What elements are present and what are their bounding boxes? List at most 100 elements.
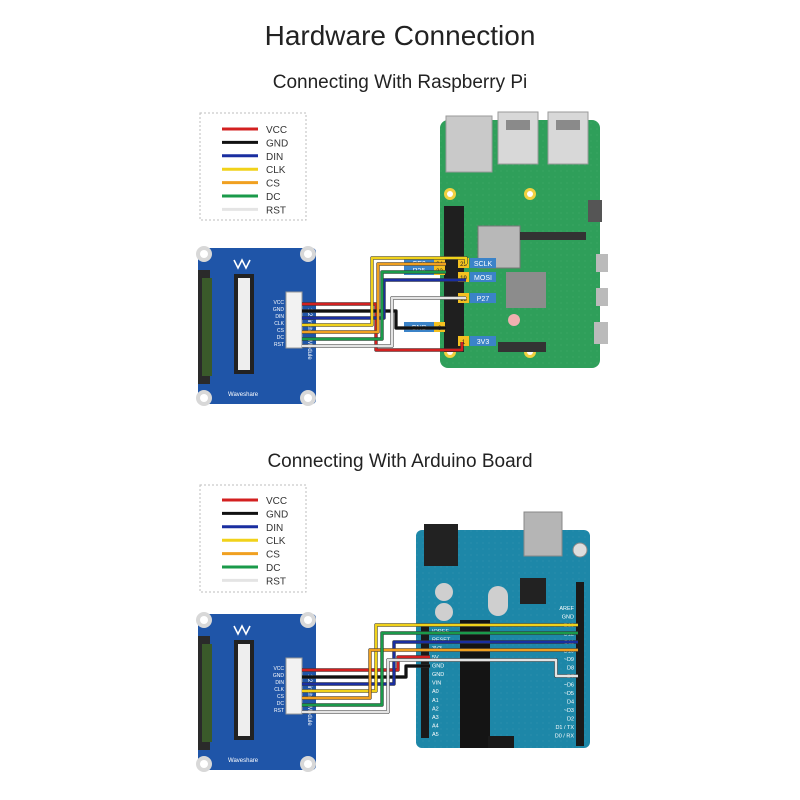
wires-arduino xyxy=(302,623,578,714)
wire-rpi-clk xyxy=(302,256,468,327)
arduino-right-pin-0: AREF xyxy=(559,606,574,612)
rpi-pin1-num: 1 xyxy=(462,340,466,346)
rpi-sclk-label: SCLK xyxy=(474,261,493,268)
arduino-right-pin-13: D2 xyxy=(567,717,574,723)
module-pin-rst: RST xyxy=(274,708,284,714)
rpi-3v3-label: 3V3 xyxy=(477,339,490,346)
wire-ard-din xyxy=(302,640,578,686)
legend-label-gnd: GND xyxy=(266,509,288,520)
rpi-pin23-num-badge xyxy=(458,258,469,268)
wires-rpi xyxy=(302,256,468,352)
rpi-sclk-badge xyxy=(470,258,496,268)
arduino-right-pin-12: ~D3 xyxy=(564,708,574,714)
rpi-pin13-num: 13 xyxy=(460,297,467,303)
waveshare-logo-icon xyxy=(233,258,251,270)
mount-hole-center xyxy=(200,616,208,624)
pin-header xyxy=(285,657,303,715)
legend-label-clk: CLK xyxy=(266,536,286,547)
arduino-right-pin-15: D0 / RX xyxy=(555,734,575,740)
module-pcb xyxy=(198,248,316,404)
rpi-3v3-badge xyxy=(470,336,496,346)
legend-label-rst: RST xyxy=(266,576,286,587)
arduino-right-pin-14: D1 / TX xyxy=(555,725,574,731)
wire-ard-gnd xyxy=(302,664,430,679)
wire-rpi-cs xyxy=(302,262,446,334)
module-pin-vcc: VCC xyxy=(273,300,284,306)
arduino-left-pin-7: A0 xyxy=(432,689,439,695)
arduino-left-pin-8: A1 xyxy=(432,698,439,704)
section-title-raspberry-pi: Connecting With Raspberry Pi xyxy=(272,72,528,93)
module-pin-dc: DC xyxy=(277,701,285,707)
oled-module-rpi: VCCGNDDINCLKCSDCRSTWaveshare1.27inchModu… xyxy=(196,246,316,406)
rpi-mosi-badge xyxy=(470,272,496,282)
legend-label-cs: CS xyxy=(266,550,280,561)
legend-label-dc: DC xyxy=(266,192,280,203)
arduino-left-pin-12: A5 xyxy=(432,732,439,738)
arduino-right-pin-11: D4 xyxy=(567,700,574,706)
waveshare-logo-icon xyxy=(233,624,251,636)
legend-label-gnd: GND xyxy=(266,138,288,149)
pin-header xyxy=(285,291,303,349)
mount-hole-center xyxy=(304,616,312,624)
arduino-right-pin-7: D8 xyxy=(567,666,574,672)
section-title-arduino: Connecting With Arduino Board xyxy=(267,451,533,472)
rpi-pin1-num-badge xyxy=(458,336,469,346)
module-brand-text: Waveshare xyxy=(228,392,259,398)
legend-label-din: DIN xyxy=(266,523,283,534)
rpi-pin23-num: 23 xyxy=(460,262,467,268)
module-pin-din: DIN xyxy=(275,314,284,320)
wire-ard-cs xyxy=(302,648,578,700)
wire-rpi-dc xyxy=(302,270,446,341)
rpi-mosi-label: MOSI xyxy=(474,275,492,282)
module-pin-cs: CS xyxy=(277,328,285,334)
arduino-left-pin-3: 5V xyxy=(432,655,439,661)
module-pin-gnd: GND xyxy=(273,673,285,679)
legend-label-clk: CLK xyxy=(266,165,286,176)
module-side-text-2: Module xyxy=(306,340,312,360)
wire-ard-clk xyxy=(302,623,578,693)
rpi-p27-badge xyxy=(470,293,496,303)
module-pin-clk: CLK xyxy=(274,321,284,327)
module-brand-text: Waveshare xyxy=(228,758,259,764)
module-side-text-2: Module xyxy=(306,706,312,726)
rpi-pin22-num-badge xyxy=(434,265,445,275)
arduino-left-pin-9: A2 xyxy=(432,706,439,712)
arduino-left-pin-4: GND xyxy=(432,663,444,669)
wire-rpi-rst xyxy=(302,296,466,348)
legend-label-vcc: VCC xyxy=(266,496,287,507)
module-pin-cs: CS xyxy=(277,694,285,700)
module-pin-dc: DC xyxy=(277,335,285,341)
legend-label-rst: RST xyxy=(266,205,286,216)
module-pin-rst: RST xyxy=(274,342,284,348)
arduino-board xyxy=(416,511,590,748)
wire-ard-rst xyxy=(302,658,578,714)
arduino-left-pin-11: A4 xyxy=(432,724,439,730)
oled-module-arduino: VCCGNDDINCLKCSDCRSTWaveshare1.27inchModu… xyxy=(196,612,316,772)
legend-label-din: DIN xyxy=(266,152,283,163)
module-pcb xyxy=(198,614,316,770)
mount-hole-center xyxy=(304,760,312,768)
raspberry-pi-board xyxy=(440,111,608,368)
rpi-p27-label: P27 xyxy=(477,296,490,303)
module-pin-vcc: VCC xyxy=(273,666,284,672)
wire-rpi-gnd xyxy=(302,309,446,330)
arduino-left-pin-6: VIN xyxy=(432,681,441,687)
mount-hole-center xyxy=(200,250,208,258)
mount-hole-center xyxy=(304,394,312,402)
rpi-p25-badge xyxy=(404,265,434,275)
mount-hole-center xyxy=(200,760,208,768)
module-pin-din: DIN xyxy=(275,680,284,686)
wire-ard-dc xyxy=(302,631,578,707)
oled-flex xyxy=(202,644,212,742)
mount-hole-center xyxy=(304,250,312,258)
module-pin-clk: CLK xyxy=(274,687,284,693)
arduino-right-pin-9: ~D6 xyxy=(564,683,574,689)
page-title: Hardware Connection xyxy=(264,20,536,51)
legend-label-cs: CS xyxy=(266,179,280,190)
module-pin-gnd: GND xyxy=(273,307,285,313)
mount-hole-center xyxy=(200,394,208,402)
arduino-left-pin-5: GND xyxy=(432,672,444,678)
